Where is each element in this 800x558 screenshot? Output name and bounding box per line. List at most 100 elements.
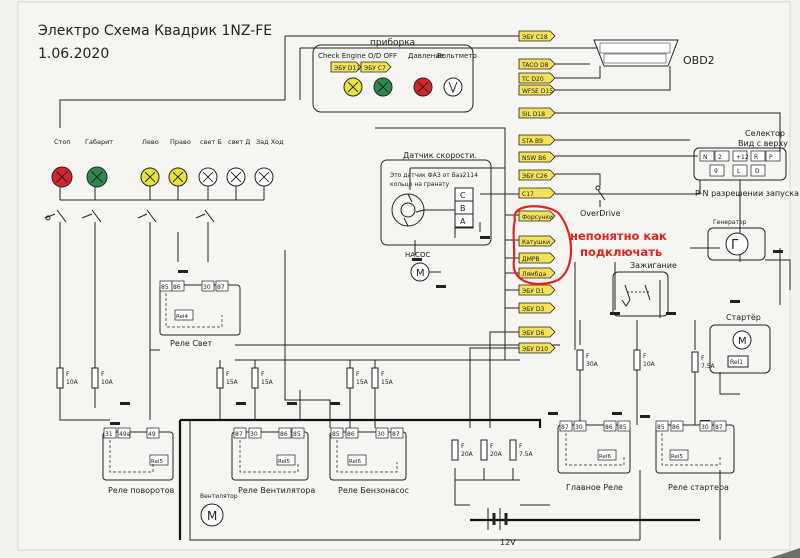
dashboard-lamp-icon xyxy=(373,77,393,97)
obd-pin-tag: TC D20 xyxy=(518,72,556,84)
fuse-letter: F xyxy=(519,443,523,450)
fuse-letter: F xyxy=(490,443,494,450)
starter-symbol: M xyxy=(738,336,747,347)
fuse-letter: F xyxy=(226,371,230,378)
switch-light-b xyxy=(195,209,215,232)
ecu-tag: ЭБУ C26 xyxy=(518,169,556,181)
fuse: F7.5A xyxy=(691,351,716,373)
dashboard-lamp-label: Давление xyxy=(408,52,444,60)
relay-pin: 87 xyxy=(715,424,723,431)
fuse: F7.5A xyxy=(509,439,534,461)
ecu-tag-lower-label: ЭБУ D10 xyxy=(522,346,548,353)
ecu-tag-label: C17 xyxy=(522,191,534,198)
relay-pin: 87 xyxy=(561,424,569,431)
speed-sensor-note-2: кольцо на гранату xyxy=(390,181,450,188)
relay-pin: 85 xyxy=(619,424,627,431)
relay-pin: 85 xyxy=(161,284,169,291)
fuse-letter: F xyxy=(381,371,385,378)
ecu-tag: STA B9 xyxy=(518,134,556,146)
generator-symbol-circle xyxy=(725,232,749,256)
signal-lamp-label: Стоп xyxy=(54,138,71,146)
switch-gabarit xyxy=(81,209,102,232)
selector-connector xyxy=(693,147,787,181)
relay-pin: 87 xyxy=(235,431,243,438)
selector-pin-bottom: 9 xyxy=(714,168,718,175)
signal-lamp-label: свет Д xyxy=(228,138,250,146)
ecu-tag-lower: ЭБУ D3 xyxy=(518,302,556,314)
relay-name: Реле стартера xyxy=(668,483,729,492)
signal-lamp-icon xyxy=(140,167,160,187)
obd-pin-tag: SIL D18 xyxy=(518,107,556,119)
relay-name: Главное Реле xyxy=(566,483,623,492)
annotation-line-1: непонятно как xyxy=(570,229,667,243)
battery-label: 12V xyxy=(500,538,516,547)
speed-sensor-pin: B xyxy=(460,204,466,213)
selector-pin-top: N xyxy=(703,154,708,161)
signal-lamp-label: Зад Ход xyxy=(256,138,284,146)
fuse-rating: 7.5A xyxy=(701,363,716,370)
relay-name: Реле Бензонасос xyxy=(338,486,409,495)
ignition-switch xyxy=(621,284,651,307)
dashboard-lamp-tag-label: ЭБУ C7 xyxy=(364,65,386,72)
obd-pin-tag-label: ЭБУ C18 xyxy=(522,34,548,41)
fuse-rating: 7.5A xyxy=(519,451,534,458)
fuse-rating: 10A xyxy=(643,361,656,368)
relay-coil-tag: Rel5 xyxy=(151,459,163,465)
relay-pin: 30 xyxy=(250,431,258,438)
generator-label: Генератор xyxy=(713,219,747,226)
ecu-tag-highlighted-label: Катушки xyxy=(522,239,550,246)
fuse-rating: 20A xyxy=(490,451,503,458)
relay-pin: 30 xyxy=(701,424,709,431)
relay-pin: 85 xyxy=(332,431,340,438)
relay-pin: 87 xyxy=(217,284,225,291)
relay-pin: 49 xyxy=(148,431,156,438)
speed-sensor-pins: CBA xyxy=(454,187,474,229)
selector-pin-bottom: L xyxy=(737,168,741,175)
relay-name: Реле Вентилятора xyxy=(238,486,315,495)
signal-lamp-icon xyxy=(86,166,108,188)
ecu-tag-lower: ЭБУ D1 xyxy=(518,284,556,296)
relay-pin: 30 xyxy=(377,431,385,438)
dashboard-lamp-tag: ЭБУ C7 xyxy=(360,61,392,73)
relay-coil-tag: Rel5 xyxy=(671,454,683,460)
selector-pin-top: P xyxy=(769,154,773,161)
relay-pin: 86 xyxy=(347,431,355,438)
fuse-letter: F xyxy=(701,355,705,362)
ecu-tag-lower-label: ЭБУ D3 xyxy=(522,306,544,313)
obd-pin-tag-label: TC D20 xyxy=(521,76,544,83)
speed-sensor-pin: A xyxy=(460,217,466,226)
switches xyxy=(44,209,215,232)
overdrive-label: OverDrive xyxy=(580,209,621,218)
pump-symbol: M xyxy=(416,268,425,279)
dashboard-lamp-icon xyxy=(413,77,433,97)
dashboard-box xyxy=(312,44,474,113)
ecu-tag-lower: ЭБУ D10 xyxy=(518,342,556,354)
ecu-tag-label: ЭБУ C26 xyxy=(522,173,548,180)
fuse-rating: 15A xyxy=(226,379,239,386)
signal-lamp-icon xyxy=(51,166,73,188)
fuse-rating: 10A xyxy=(101,379,114,386)
fuse-rating: 10A xyxy=(66,379,79,386)
starter-relay-tag xyxy=(727,355,749,368)
signal-lamp-icon xyxy=(168,167,188,187)
signal-lamp-label: Лево xyxy=(142,138,159,146)
schematic-title: Электро Схема Квадрик 1NZ-FE xyxy=(38,23,272,39)
selector-title-1: Селектор xyxy=(745,129,785,138)
fuse-rating: 15A xyxy=(261,379,274,386)
dashboard-lamp-label: Check Engine xyxy=(318,52,366,60)
relay-coil-tag: Rel5 xyxy=(278,459,290,465)
ignition-label: Зажигание xyxy=(630,261,677,270)
